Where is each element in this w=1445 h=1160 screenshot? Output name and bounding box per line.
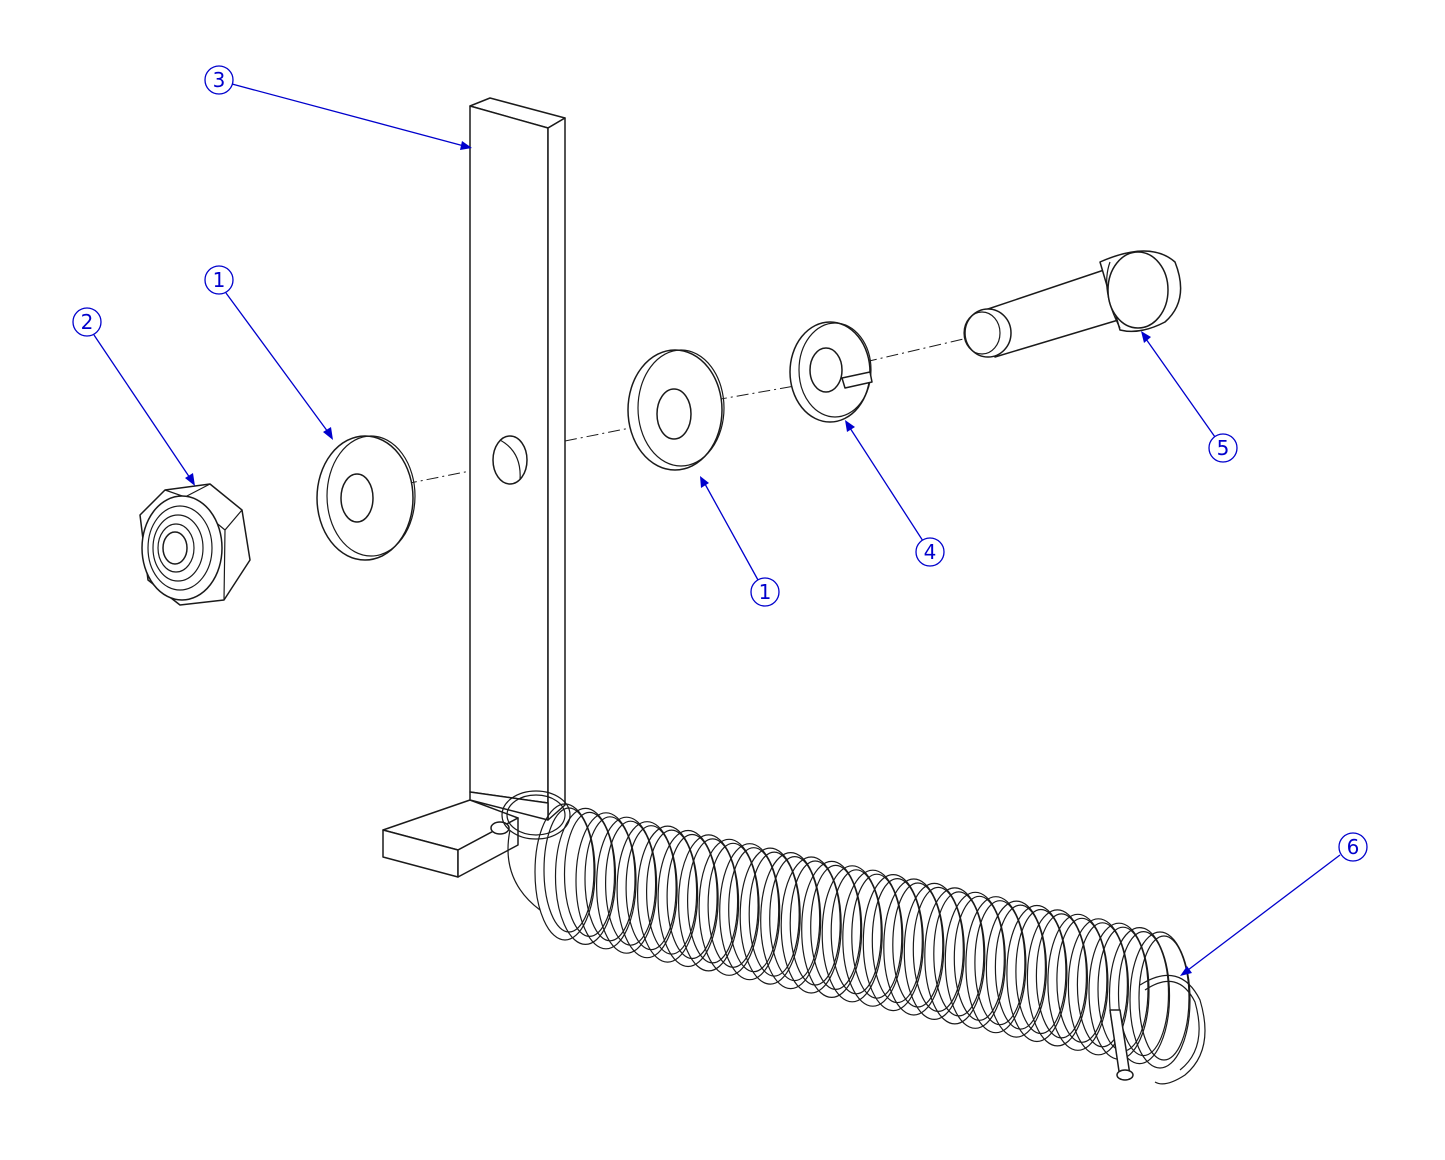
spring-coil-inner <box>584 816 636 942</box>
flat-washer-right <box>627 349 725 471</box>
spring-coil-inner <box>933 891 985 1017</box>
spring-coil-inner <box>912 886 964 1013</box>
socket-head-cap-screw <box>963 250 1182 358</box>
balloon-3-label: 3 <box>213 68 226 92</box>
spring-coil-inner <box>830 869 882 995</box>
spring-coil <box>636 825 699 963</box>
spring-coil-inner <box>604 820 657 946</box>
spring-coil-inner <box>666 833 718 960</box>
spring-coil <box>677 834 740 972</box>
spring-coil-inner <box>645 829 698 955</box>
spring-coil <box>698 838 760 976</box>
spring-coil-inner <box>953 895 1005 1021</box>
spring-coil <box>1067 918 1130 1056</box>
spring-coil-inner <box>871 877 923 1004</box>
spring-coil <box>1129 931 1191 1069</box>
spring-coil <box>739 847 801 985</box>
spring-coil <box>760 851 822 990</box>
spring-coil-inner <box>707 842 759 968</box>
spring-coil <box>903 882 965 1021</box>
spring-coil <box>575 812 637 950</box>
spring-coil-inner <box>625 825 677 951</box>
spring-coil <box>1108 926 1171 1065</box>
balloon-2: 2 <box>72 307 195 486</box>
spring-coil <box>1006 904 1068 1043</box>
spring-coil-inner <box>1035 913 1088 1039</box>
spring-coil-inner <box>892 882 944 1008</box>
spring-coil <box>883 878 945 1016</box>
balloon-1-left: 1 <box>204 265 333 440</box>
spring-coil <box>924 887 986 1025</box>
balloon-6-label: 6 <box>1347 835 1360 859</box>
balloon-4-label: 4 <box>924 540 937 564</box>
l-bracket <box>382 97 566 878</box>
balloon-1-right-label: 1 <box>759 580 772 604</box>
spring-coil <box>842 869 904 1007</box>
spring-coil <box>534 803 596 941</box>
spring-coil-inner <box>810 864 862 991</box>
spring-coil <box>780 856 842 994</box>
spring-coil <box>862 873 924 1012</box>
hex-lock-nut <box>139 483 251 606</box>
spring-coil-inner <box>974 900 1026 1026</box>
spring-coil-inner <box>851 873 903 999</box>
spring-coil-inner <box>748 851 800 977</box>
spring-coil-inner <box>1076 922 1129 1048</box>
spring-coil <box>719 843 781 981</box>
spring-coil <box>965 896 1027 1034</box>
spring-coil-inner <box>1117 930 1170 1057</box>
balloon-4: 4 <box>845 420 945 567</box>
spring-coil <box>1026 909 1089 1047</box>
balloon-3: 3 <box>204 65 472 150</box>
spring-coil-inner <box>1015 908 1067 1035</box>
balloon-5: 5 <box>1141 331 1238 463</box>
spring-coil-inner <box>543 807 595 933</box>
extension-spring <box>501 790 1206 1085</box>
balloon-1-right: 1 <box>700 476 780 607</box>
spring-coil-inner <box>994 904 1047 1030</box>
spring-coil <box>616 821 678 959</box>
spring-coil-inner <box>563 811 616 938</box>
spring-coil-inner <box>789 860 841 986</box>
spring-coil <box>595 816 658 954</box>
balloon-2-label: 2 <box>81 310 94 334</box>
spring-coil <box>554 807 617 946</box>
flat-washer-left <box>316 435 416 561</box>
spring-coil-inner <box>1056 917 1108 1043</box>
balloon-1-left-label: 1 <box>213 268 226 292</box>
balloon-5-label: 5 <box>1217 436 1230 460</box>
spring-coil <box>801 860 863 999</box>
split-lock-washer <box>789 321 873 423</box>
spring-coil-inner <box>1138 935 1190 1061</box>
spring-coil <box>657 829 719 968</box>
fastener-axis-centerline <box>404 333 986 485</box>
spring-coil-inner <box>728 847 780 973</box>
spring-coil-inner <box>686 838 739 964</box>
spring-coil <box>985 900 1048 1038</box>
spring-coil-inner <box>769 855 821 982</box>
balloon-6: 6 <box>1180 832 1368 976</box>
spring-coil <box>1047 913 1109 1051</box>
spring-coil <box>944 891 1006 1029</box>
spring-coil <box>821 865 883 1003</box>
